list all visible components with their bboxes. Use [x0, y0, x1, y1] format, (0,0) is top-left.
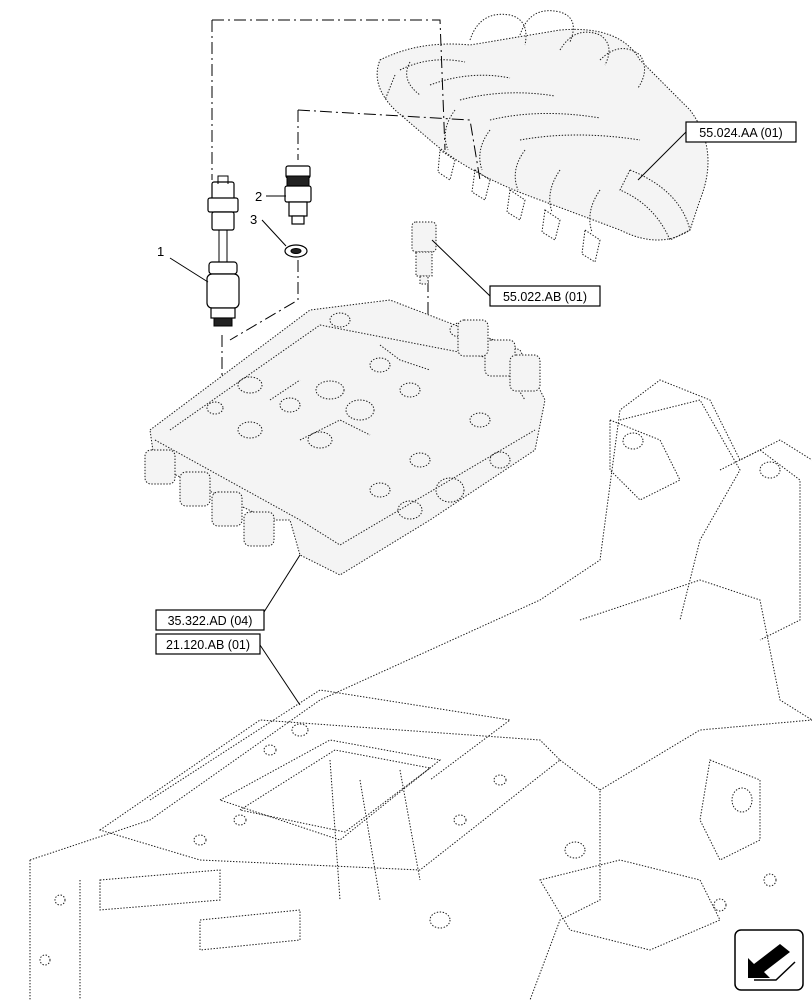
- ref-sensor-label: 55.022.AB (01): [503, 290, 587, 304]
- temperature-sensor: [411, 221, 437, 285]
- next-page-arrow-icon[interactable]: [734, 929, 804, 991]
- ref-valve-block[interactable]: 35.322.AD (04): [155, 609, 265, 631]
- callout-3: 3: [250, 212, 257, 227]
- wiring-harness: [376, 10, 709, 263]
- item-3-washer: [284, 244, 308, 258]
- callout-numbers: 1 2 3: [157, 189, 262, 259]
- callout-1: 1: [157, 244, 164, 259]
- ref-valve-block-label: 35.322.AD (04): [168, 614, 253, 628]
- ref-harness-label: 55.024.AA (01): [699, 126, 782, 140]
- ref-sensor[interactable]: 55.022.AB (01): [489, 285, 601, 307]
- ref-housing-label: 21.120.AB (01): [166, 638, 250, 652]
- leader-lines: [169, 131, 687, 706]
- control-valve-block: [144, 299, 546, 576]
- item-1-sensor: [206, 175, 240, 327]
- ref-housing[interactable]: 21.120.AB (01): [155, 633, 261, 655]
- callout-2: 2: [255, 189, 262, 204]
- item-2-switch: [284, 165, 312, 225]
- ref-harness[interactable]: 55.024.AA (01): [685, 121, 797, 143]
- transmission-housing: [29, 379, 812, 1000]
